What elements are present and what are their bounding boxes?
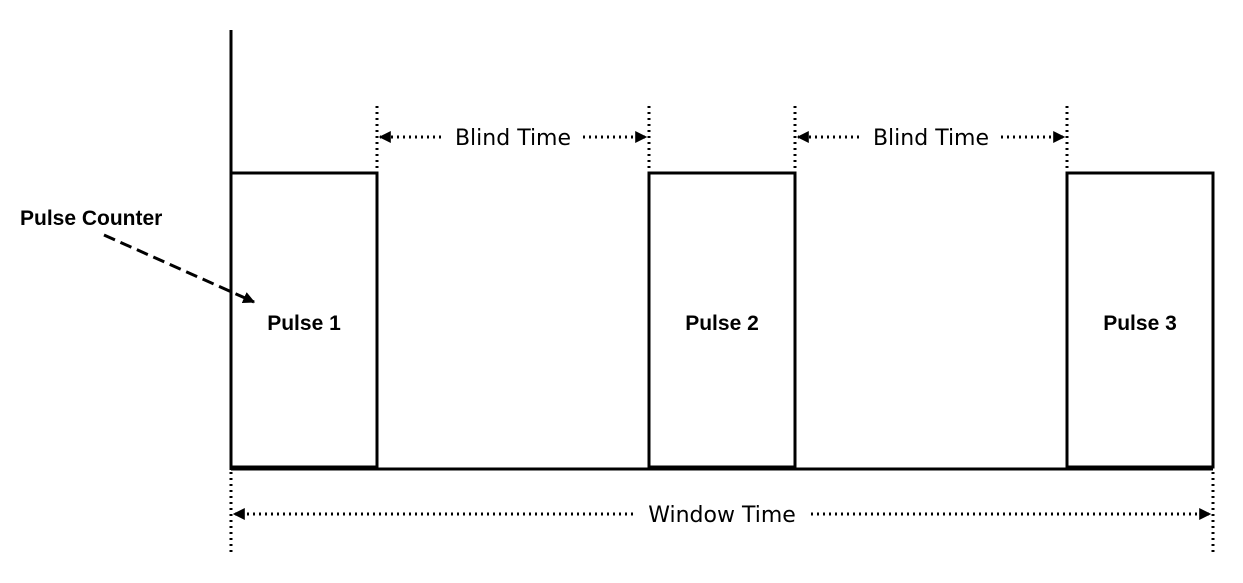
pulse-2-label: Pulse 2 xyxy=(685,312,759,335)
blind-time-2-label: Blind Time xyxy=(873,126,989,151)
pulse-3-label: Pulse 3 xyxy=(1103,312,1177,335)
window-time-label: Window Time xyxy=(648,503,796,528)
pulse-1-label: Pulse 1 xyxy=(267,312,341,335)
pulse-1-box xyxy=(229,171,379,469)
pulse-3-box xyxy=(1065,171,1215,469)
pulse-2-box xyxy=(647,171,797,469)
pulse-counter-arrow xyxy=(103,233,256,304)
pulse-counter-label: Pulse Counter xyxy=(20,207,162,230)
blind-time-1-label: Blind Time xyxy=(455,126,571,151)
